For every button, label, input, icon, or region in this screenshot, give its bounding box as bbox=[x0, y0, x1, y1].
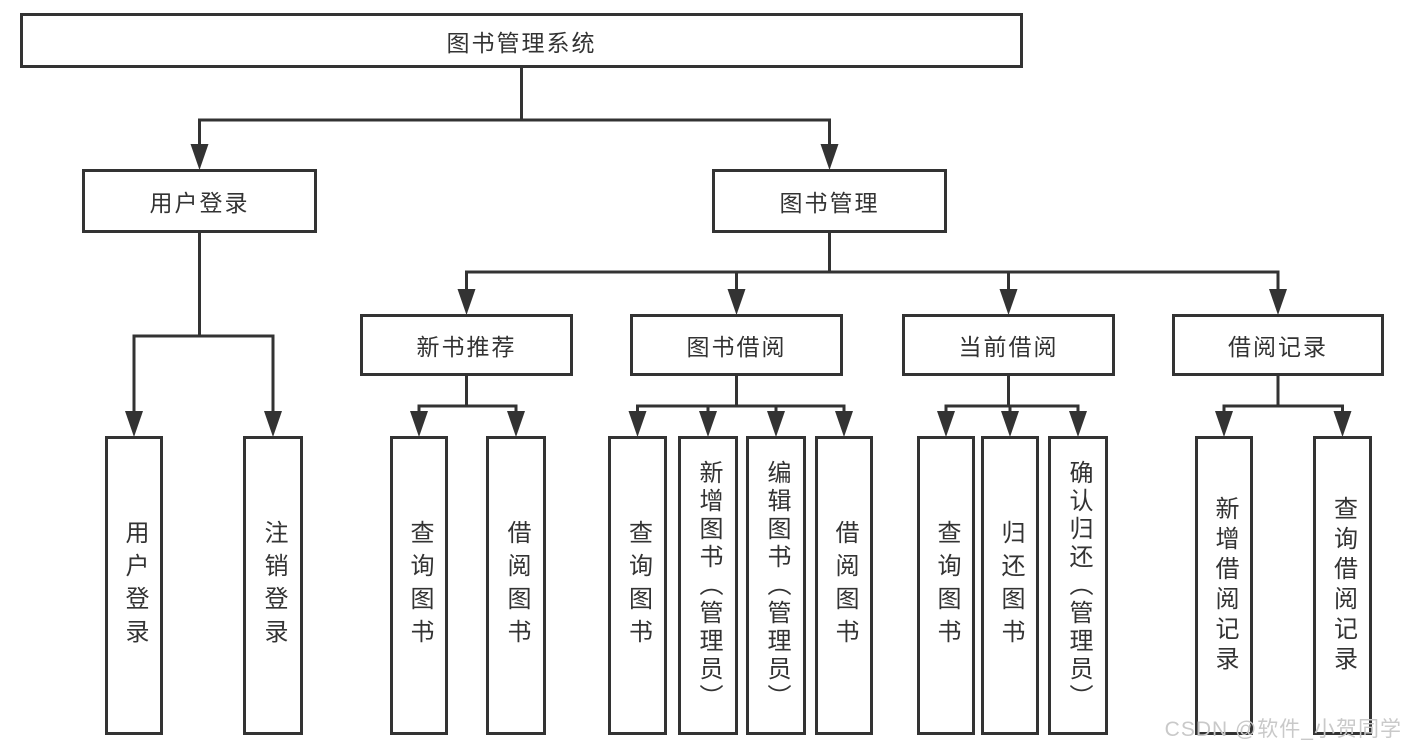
arrowhead-icon bbox=[125, 411, 143, 437]
arrowhead-icon bbox=[1001, 411, 1019, 437]
node-add-borrow-record-label: 新增借阅记录 bbox=[1211, 495, 1238, 676]
arrowhead-icon bbox=[190, 144, 209, 170]
node-system: 图书管理系统 bbox=[20, 13, 1023, 68]
node-current-borrow: 当前借阅 bbox=[902, 314, 1115, 376]
arrowhead-icon bbox=[1215, 411, 1233, 437]
node-confirm-return-label: 确认归还（管理员） bbox=[1065, 459, 1092, 712]
node-return-book: 归还图书 bbox=[981, 436, 1039, 735]
node-query-book-2-label: 查询图书 bbox=[624, 519, 652, 652]
node-borrow-records-label: 借阅记录 bbox=[1228, 334, 1328, 360]
node-return-book-label: 归还图书 bbox=[997, 519, 1024, 652]
node-query-book-3-label: 查询图书 bbox=[933, 519, 960, 652]
node-user-login-group-label: 用户登录 bbox=[149, 190, 250, 216]
node-logout-label: 注销登录 bbox=[260, 519, 287, 652]
node-book-borrow-label: 图书借阅 bbox=[686, 334, 787, 360]
node-borrow-records: 借阅记录 bbox=[1172, 314, 1384, 376]
arrowhead-icon bbox=[937, 411, 955, 437]
node-query-book-1-label: 查询图书 bbox=[406, 519, 433, 652]
node-query-borrow-record: 查询借阅记录 bbox=[1313, 436, 1372, 735]
node-query-book-2: 查询图书 bbox=[608, 436, 667, 735]
arrowhead-icon bbox=[410, 411, 428, 437]
arrowhead-icon bbox=[264, 411, 282, 437]
arrowhead-icon bbox=[507, 411, 525, 437]
node-user-login-label: 用户登录 bbox=[121, 519, 148, 652]
node-user-login-group: 用户登录 bbox=[82, 169, 317, 233]
node-book-borrow: 图书借阅 bbox=[630, 314, 843, 376]
arrowhead-icon bbox=[820, 144, 839, 170]
node-add-book: 新增图书（管理员） bbox=[678, 436, 738, 735]
node-query-borrow-record-label: 查询借阅记录 bbox=[1329, 495, 1357, 676]
node-edit-book-label: 编辑图书（管理员） bbox=[763, 459, 790, 712]
node-edit-book: 编辑图书（管理员） bbox=[746, 436, 806, 735]
arrowhead-icon bbox=[628, 411, 647, 437]
node-add-borrow-record: 新增借阅记录 bbox=[1195, 436, 1253, 735]
node-borrow-book-1: 借阅图书 bbox=[486, 436, 546, 735]
node-borrow-book-1-label: 借阅图书 bbox=[503, 519, 530, 652]
node-confirm-return: 确认归还（管理员） bbox=[1048, 436, 1108, 735]
arrowhead-icon bbox=[1269, 289, 1287, 315]
arrowhead-icon bbox=[1333, 411, 1352, 437]
node-query-book-1: 查询图书 bbox=[390, 436, 448, 735]
arrowhead-icon bbox=[1069, 411, 1087, 437]
arrowhead-icon bbox=[835, 411, 853, 437]
node-add-book-label: 新增图书（管理员） bbox=[695, 459, 722, 712]
node-system-label: 图书管理系统 bbox=[446, 29, 597, 56]
node-user-login: 用户登录 bbox=[105, 436, 163, 735]
node-borrow-book-2: 借阅图书 bbox=[815, 436, 873, 735]
node-book-mgmt-label: 图书管理 bbox=[779, 190, 880, 216]
node-logout: 注销登录 bbox=[243, 436, 303, 735]
arrowhead-icon bbox=[699, 411, 717, 437]
arrowhead-icon bbox=[999, 289, 1018, 315]
node-query-book-3: 查询图书 bbox=[917, 436, 975, 735]
arrowhead-icon bbox=[727, 289, 746, 315]
node-new-book-recommend: 新书推荐 bbox=[360, 314, 573, 376]
node-current-borrow-label: 当前借阅 bbox=[958, 334, 1059, 360]
node-borrow-book-2-label: 借阅图书 bbox=[831, 519, 858, 652]
node-book-mgmt: 图书管理 bbox=[712, 169, 947, 233]
arrowhead-icon bbox=[767, 411, 785, 437]
arrowhead-icon bbox=[457, 289, 476, 315]
node-new-book-recommend-label: 新书推荐 bbox=[416, 334, 517, 360]
